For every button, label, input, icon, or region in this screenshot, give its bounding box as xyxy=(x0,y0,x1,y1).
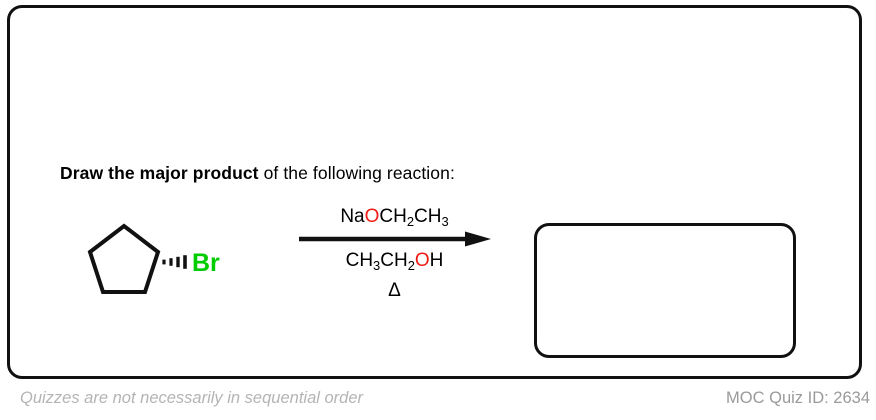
reagent-above-ch-b: CH xyxy=(414,206,442,227)
reagent-below-oxygen: O xyxy=(414,250,430,272)
reaction-scheme: Br NaOCH2CH3 CH3CH2OH Δ xyxy=(10,198,876,368)
reagent-below-sub2: 2 xyxy=(407,257,415,273)
quiz-card: Draw the major product of the following … xyxy=(7,5,862,379)
reagent-above-arrow: NaOCH2CH3 xyxy=(282,206,507,229)
reagent-below-ch: CH xyxy=(345,250,374,272)
reaction-arrow xyxy=(298,231,491,247)
hashed-wedge-bond-icon xyxy=(162,255,187,269)
footer-quiz-id: MOC Quiz ID: 2634 xyxy=(726,389,870,407)
bromine-label: Br xyxy=(192,249,220,277)
question-prompt: Draw the major product of the following … xyxy=(60,163,455,184)
reagent-above-oxygen: O xyxy=(364,206,380,227)
reagent-above-na: Na xyxy=(340,206,365,227)
footer-note: Quizzes are not necessarily in sequentia… xyxy=(20,389,364,407)
reagent-above-sub3: 3 xyxy=(441,213,449,229)
question-prompt-rest: of the following reaction: xyxy=(258,163,455,183)
reagent-below-ch-b: CH xyxy=(380,250,408,272)
reagent-block: NaOCH2CH3 CH3CH2OH Δ xyxy=(282,206,507,300)
heat-symbol: Δ xyxy=(388,279,401,301)
reagent-below-arrow: CH3CH2OH xyxy=(282,250,507,273)
starting-material-structure: Br xyxy=(72,212,242,322)
reagent-above-ch: CH xyxy=(379,206,407,227)
reagent-above-sub2: 2 xyxy=(406,213,415,229)
cyclopentane-ring-icon xyxy=(87,223,161,294)
arrow-head-icon xyxy=(464,231,491,247)
reagent-below-h: H xyxy=(429,250,444,272)
question-prompt-bold: Draw the major product xyxy=(60,163,259,183)
answer-drawing-box[interactable] xyxy=(534,223,796,358)
reagent-below-sub3: 3 xyxy=(373,257,381,273)
